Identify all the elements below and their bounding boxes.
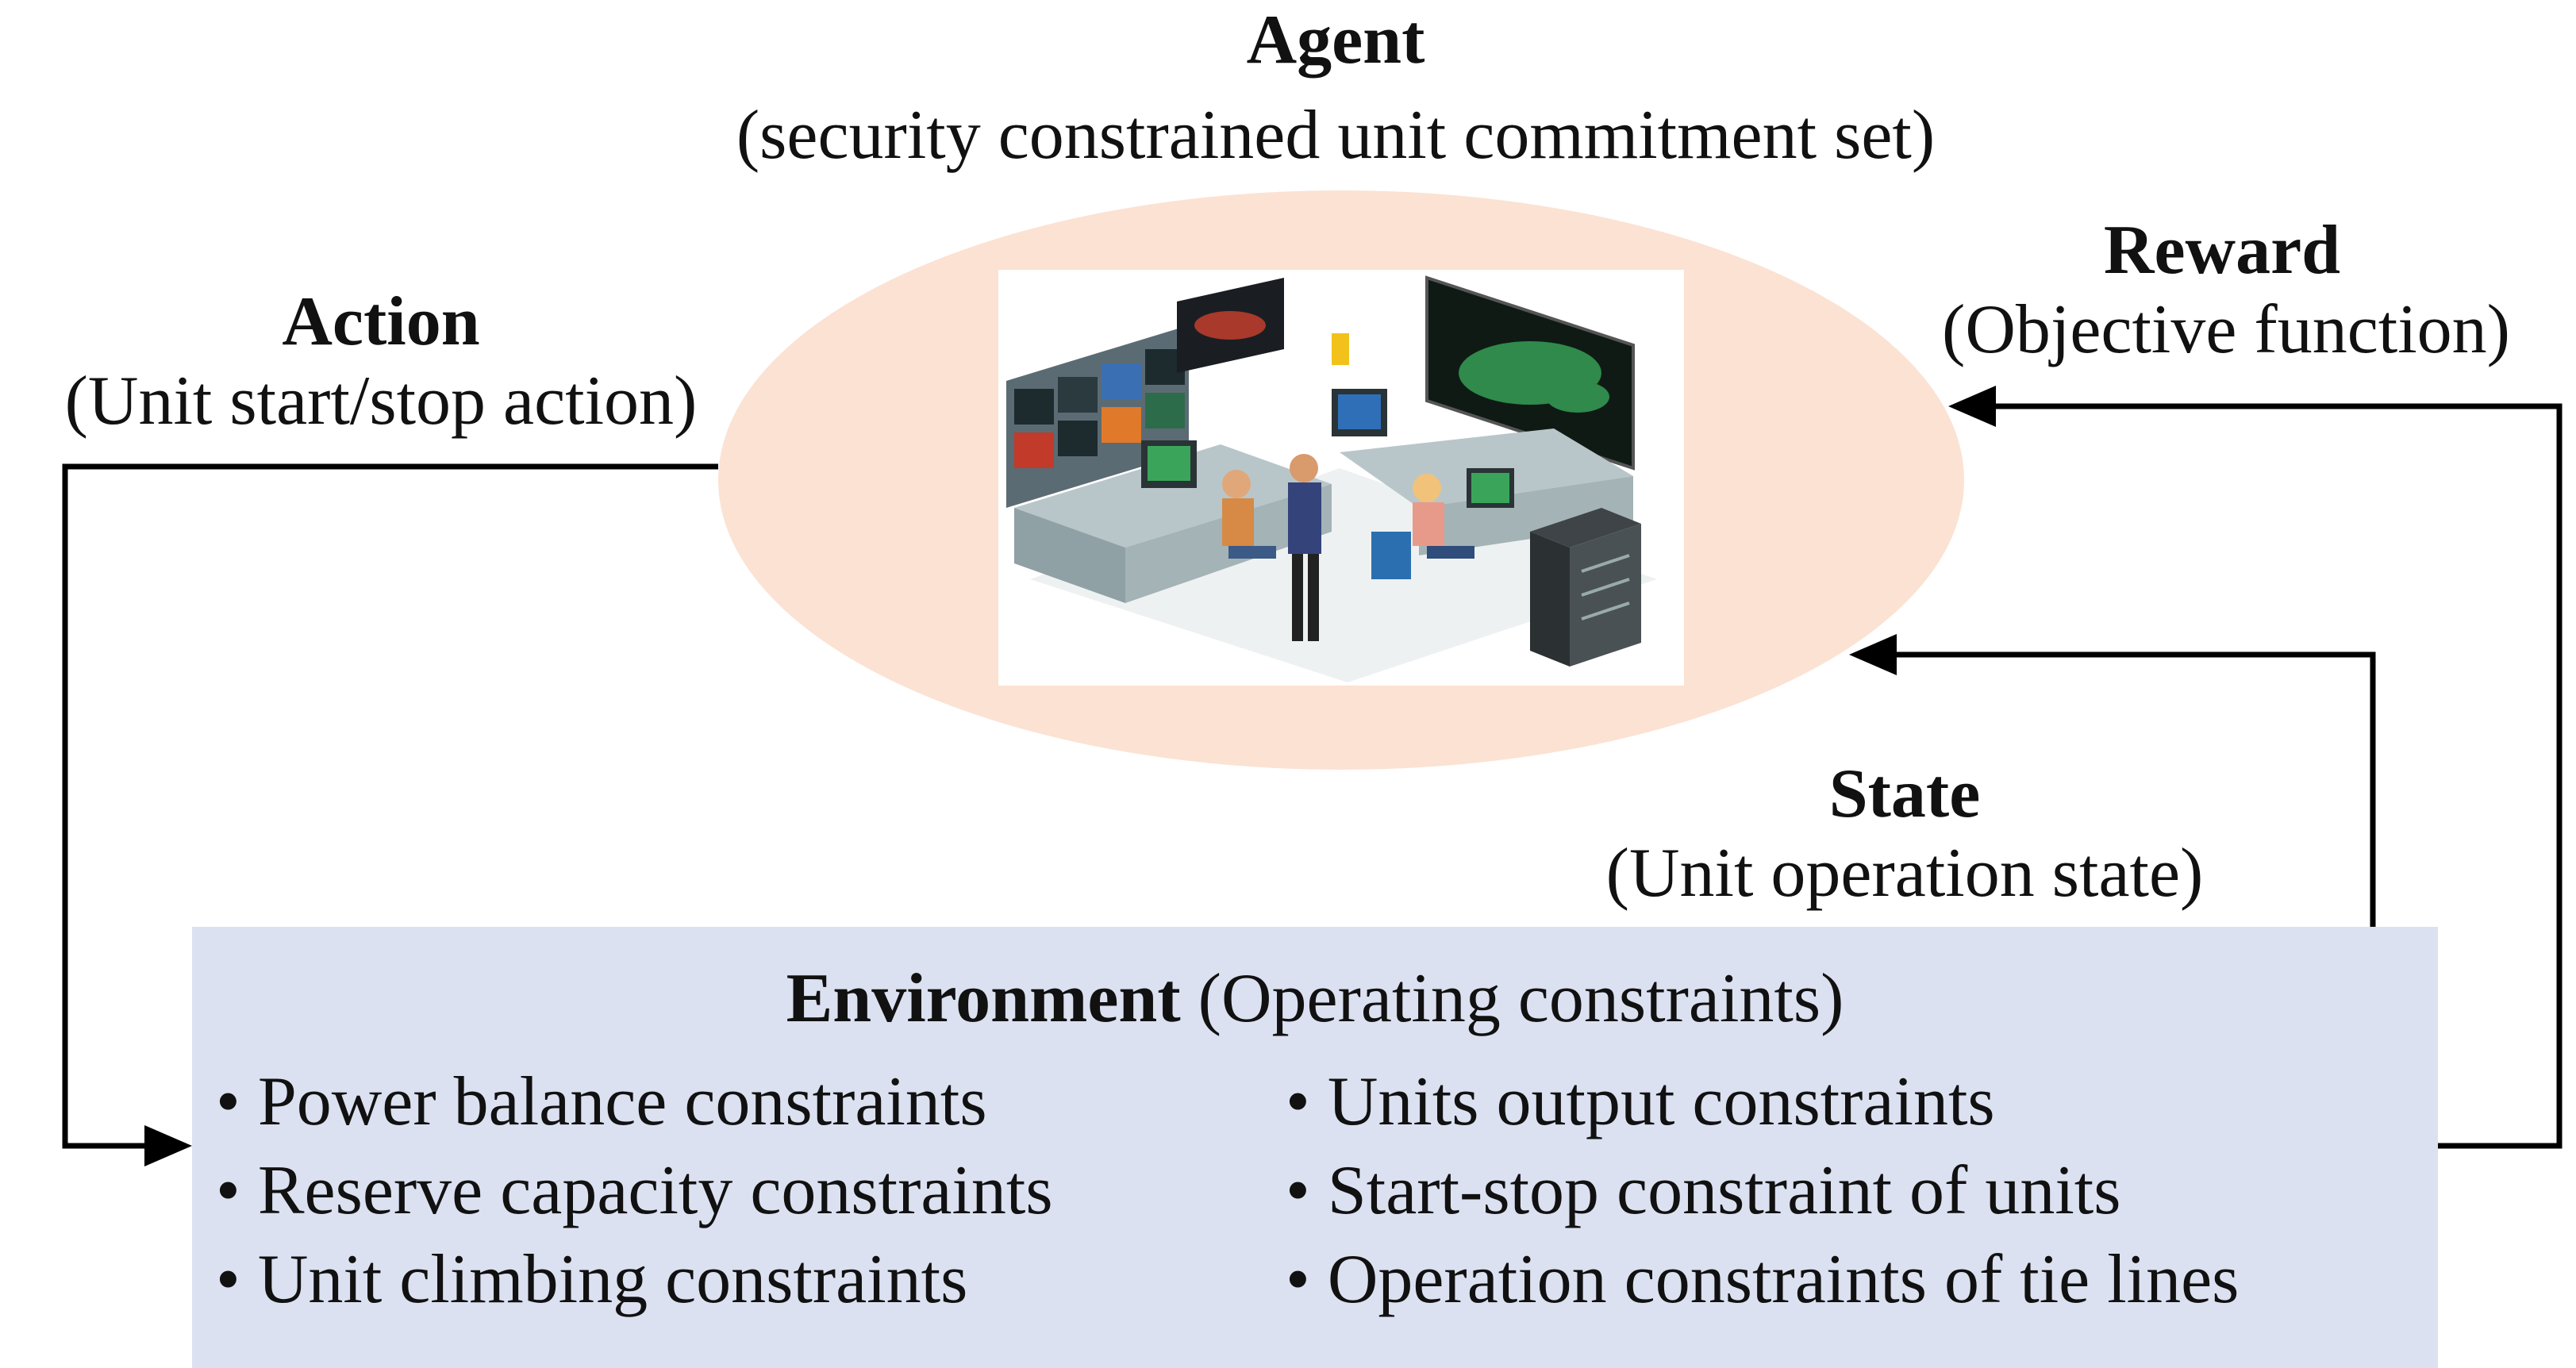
constraint-item: Reserve capacity constraints: [216, 1151, 1053, 1231]
action-title: Action: [282, 283, 480, 360]
constraint-item: Start-stop constraint of units: [1286, 1151, 2121, 1231]
constraint-item: Power balance constraints: [216, 1062, 987, 1142]
environment-title: Environment (Operating constraints): [192, 959, 2438, 1039]
reward-arrow: [1992, 403, 2563, 1149]
action-subtitle: (Unit start/stop action): [64, 363, 698, 440]
reward-subtitle: (Objective function): [1942, 291, 2510, 368]
state-title: State: [1828, 755, 1981, 832]
state-arrowhead: [1849, 634, 1897, 675]
state-subtitle: (Unit operation state): [1605, 835, 2204, 912]
reward-arrowhead: [1948, 386, 1996, 427]
constraint-item: Units output constraints: [1286, 1062, 1995, 1142]
action-arrow: [62, 463, 718, 1149]
reward-title: Reward: [2103, 212, 2341, 289]
control-room-illustration: [998, 270, 1684, 686]
agent-title: Agent: [1246, 2, 1425, 79]
environment-box: Environment (Operating constraints) Powe…: [192, 927, 2438, 1368]
agent-subtitle: (security constrained unit commitment se…: [736, 97, 1936, 174]
constraint-item: Unit climbing constraints: [216, 1239, 968, 1320]
action-arrowhead: [144, 1125, 192, 1166]
environment-title-rest: (Operating constraints): [1180, 960, 1844, 1037]
environment-title-bold: Environment: [786, 960, 1181, 1037]
state-arrow: [1893, 651, 2376, 927]
constraint-item: Operation constraints of tie lines: [1286, 1239, 2240, 1320]
